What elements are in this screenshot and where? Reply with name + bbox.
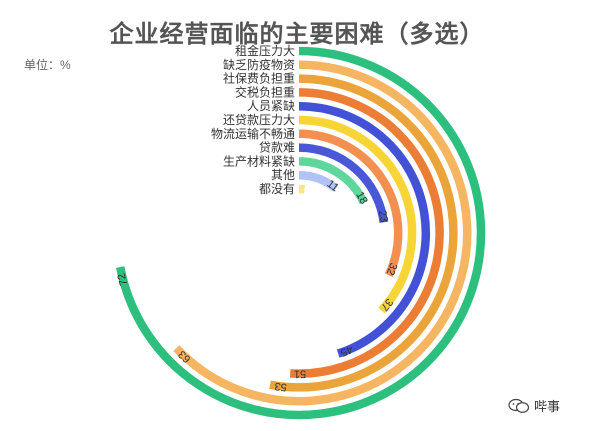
- bar-1: [173, 60, 472, 406]
- bar-4: [298, 101, 431, 358]
- category-label-4: 人员紧缺: [247, 98, 295, 113]
- value-label-8: 18: [353, 190, 369, 207]
- category-label-1: 缺乏防疫物资: [223, 57, 295, 72]
- category-label-2: 社保费负担重: [223, 71, 295, 86]
- bar-5: [298, 115, 417, 314]
- bar-0: [116, 46, 486, 420]
- chart-title: 企业经营面临的主要困难（多选）: [109, 21, 485, 48]
- value-label-5: 37: [378, 296, 395, 313]
- category-label-5: 还贷款压力大: [223, 113, 295, 127]
- category-label-8: 生产材料紧缺: [223, 153, 295, 168]
- value-label-0: 72: [116, 272, 131, 287]
- value-label-6: 32: [384, 261, 400, 277]
- watermark-text: 哔事: [534, 399, 561, 414]
- watermark: 哔事: [508, 396, 560, 415]
- value-label-3: 51: [294, 368, 306, 380]
- category-label-6: 物流运输不畅通: [211, 126, 295, 141]
- category-label-0: 租金压力大: [235, 43, 295, 58]
- bar-6: [298, 129, 403, 278]
- value-label-9: 11: [325, 178, 341, 194]
- value-label-2: 53: [274, 380, 288, 393]
- bar-3: [289, 88, 444, 378]
- bar-8: [298, 157, 368, 205]
- bar-7: [298, 143, 388, 223]
- bar-9: [298, 170, 339, 192]
- category-label-3: 交税负担重: [235, 84, 295, 99]
- category-label-10: 都没有: [259, 181, 295, 196]
- wechat-icon: [508, 398, 530, 413]
- unit-label: 单位：%: [24, 58, 71, 72]
- value-label-7: 23: [376, 209, 390, 223]
- value-label-4: 45: [339, 343, 355, 359]
- category-label-9: 其他: [271, 168, 295, 182]
- bar-2: [269, 74, 458, 392]
- category-label-7: 贷款难: [259, 141, 295, 155]
